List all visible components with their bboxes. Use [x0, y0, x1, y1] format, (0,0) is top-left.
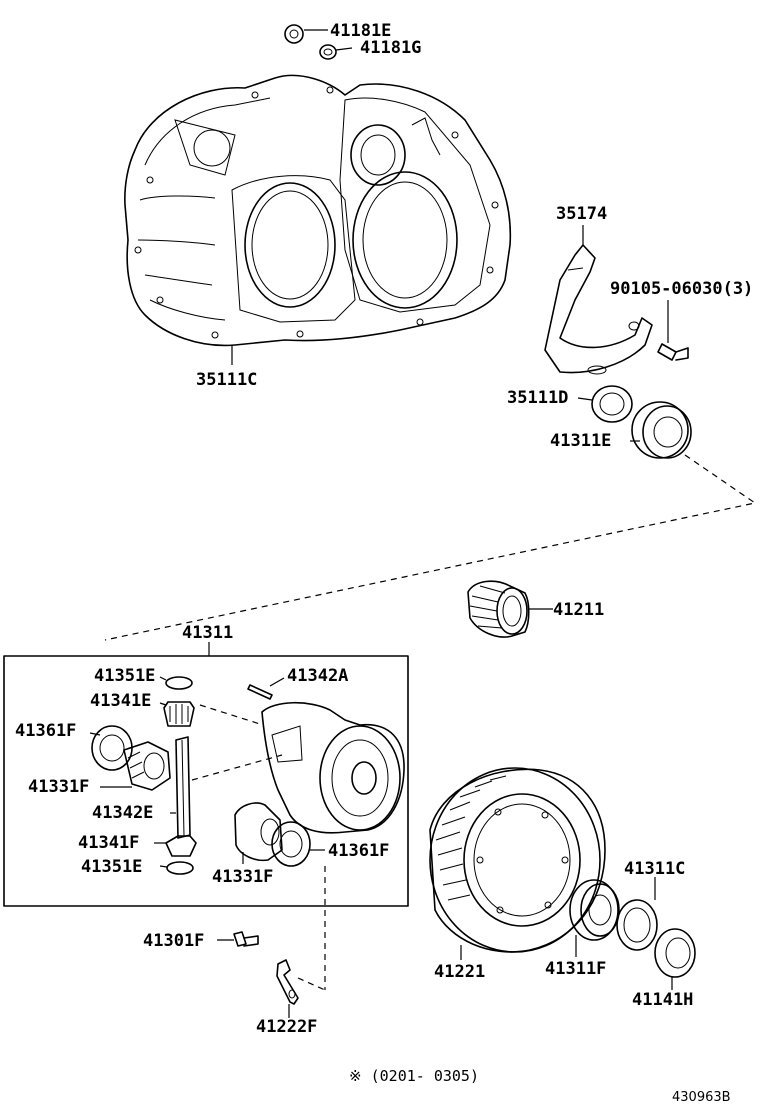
bearing-41311e[interactable] [630, 401, 692, 459]
label-41341e-top: 41341E [90, 691, 151, 711]
oil-seal-35111d[interactable] [577, 385, 633, 423]
thrust-washer-41361f-right[interactable] [271, 821, 326, 990]
label-41351e-bottom: 41351E [81, 857, 142, 877]
plug-41181e[interactable] [284, 24, 328, 44]
washer-41351e-top[interactable] [159, 676, 193, 690]
pinion-41341f[interactable] [154, 835, 197, 857]
gasket-41181g[interactable] [319, 44, 353, 60]
label-41361f-right: 41361F [328, 841, 389, 861]
label-41341f: 41341F [78, 833, 139, 853]
label-41211: 41211 [553, 600, 604, 620]
washer-41351e-bottom[interactable] [159, 861, 194, 875]
label-41311f: 41311F [545, 959, 606, 979]
label-41342e: 41342E [92, 803, 153, 823]
label-41331f-left: 41331F [28, 777, 89, 797]
label-41311c: 41311C [624, 859, 685, 879]
oil-receiver-35174[interactable] [544, 225, 653, 375]
diagram-code: 430963B [672, 1090, 731, 1105]
oil-seal-41141h[interactable] [654, 928, 696, 990]
bearing-41311f[interactable] [569, 879, 620, 957]
bolt-41301f[interactable] [217, 931, 259, 947]
label-41181g: 41181G [360, 38, 421, 58]
label-35174: 35174 [556, 204, 607, 224]
label-41221: 41221 [434, 962, 485, 982]
label-90105-06030: 90105-06030(3) [610, 279, 753, 299]
assembly-dash-line [104, 454, 757, 641]
label-41141h: 41141H [632, 990, 693, 1010]
label-41351e-top: 41351E [94, 666, 155, 686]
pin-41342a[interactable] [247, 677, 285, 700]
bolt-90105-06030[interactable] [657, 300, 689, 361]
label-41222f: 41222F [256, 1017, 317, 1037]
label-41301f: 41301F [143, 931, 204, 951]
side-gear-41331f-left[interactable] [100, 741, 171, 791]
speedometer-drive-gear-41211[interactable] [467, 580, 553, 638]
pinion-shaft-41342e[interactable] [170, 736, 191, 839]
footnote-date-range: ※ (0201- 0305) [349, 1067, 479, 1085]
label-41342a: 41342A [287, 666, 348, 686]
label-41361f-left: 41361F [15, 721, 76, 741]
label-41311e: 41311E [550, 431, 611, 451]
label-41311: 41311 [182, 623, 233, 643]
lock-plate-41222f[interactable] [276, 959, 326, 1018]
side-gear-41331f-bottom[interactable] [234, 802, 283, 864]
label-41181e: 41181E [330, 21, 391, 41]
pinion-41341e-top[interactable] [159, 701, 195, 727]
label-35111c: 35111C [196, 370, 257, 390]
transaxle-housing-35111c[interactable] [124, 74, 512, 365]
label-35111d: 35111D [507, 388, 568, 408]
differential-assembly-box-41311[interactable] [3, 655, 409, 907]
thrust-washer-41361f-left[interactable] [89, 725, 133, 771]
differential-case[interactable] [191, 701, 405, 834]
label-41331f-bottom: 41331F [212, 867, 273, 887]
shim-41311c[interactable] [616, 877, 658, 951]
ring-gear-41221[interactable] [429, 767, 606, 960]
